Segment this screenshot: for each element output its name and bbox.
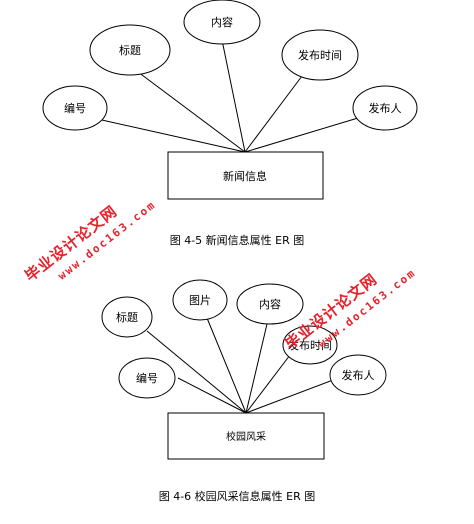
er1-attr-ellipse-2 <box>281 29 359 81</box>
er2-link-3 <box>245 354 291 414</box>
er2-link-5 <box>245 379 334 414</box>
er2-link-2 <box>245 323 268 414</box>
er2-attr-label-3: 发布时间 <box>288 338 332 352</box>
er2-attr-label-0: 标题 <box>116 310 138 324</box>
er2-attr-ellipse-2 <box>236 283 304 325</box>
er2-attr-ellipse-0 <box>101 296 153 338</box>
er2-attr-ellipse-4 <box>118 357 176 399</box>
er2-attr-label-4: 编号 <box>136 371 158 385</box>
er2-attr-ellipse-5 <box>329 354 387 396</box>
er1-attr-label-0: 标题 <box>119 43 141 57</box>
er1-link-2 <box>244 71 306 153</box>
er2-attr-label-5: 发布人 <box>342 368 375 382</box>
er2-entity-box <box>167 412 325 460</box>
er1-entity-box <box>167 151 324 200</box>
er2-link-0 <box>146 330 247 414</box>
er1-attr-ellipse-1 <box>183 0 261 45</box>
er2-attr-label-1: 图片 <box>189 294 211 307</box>
er1-link-3 <box>92 117 246 153</box>
er1-attr-ellipse-3 <box>42 85 108 131</box>
er1-link-4 <box>244 117 359 153</box>
figure-caption-2: 图 4-6 校园风采信息属性 ER 图 <box>158 490 316 503</box>
er2-link-4 <box>177 377 247 414</box>
er1-attr-label-4: 发布人 <box>369 101 402 115</box>
figure-caption-1: 图 4-5 新闻信息属性 ER 图 <box>169 234 305 247</box>
er1-attr-label-2: 发布时间 <box>298 48 342 62</box>
er2-attr-ellipse-1 <box>172 279 228 321</box>
er1-link-0 <box>129 65 246 153</box>
er2-entity-label: 校园风采 <box>226 430 266 443</box>
er1-attr-ellipse-4 <box>352 85 418 131</box>
er1-attr-label-3: 编号 <box>64 101 86 115</box>
er1-link-1 <box>221 39 246 153</box>
er1-attr-label-1: 内容 <box>211 15 233 29</box>
er2-link-1 <box>206 317 247 414</box>
er2-attr-ellipse-3 <box>282 325 338 365</box>
er1-entity-label: 新闻信息 <box>223 169 267 183</box>
er1-attr-ellipse-0 <box>89 24 171 76</box>
er2-attr-label-2: 内容 <box>259 297 281 311</box>
